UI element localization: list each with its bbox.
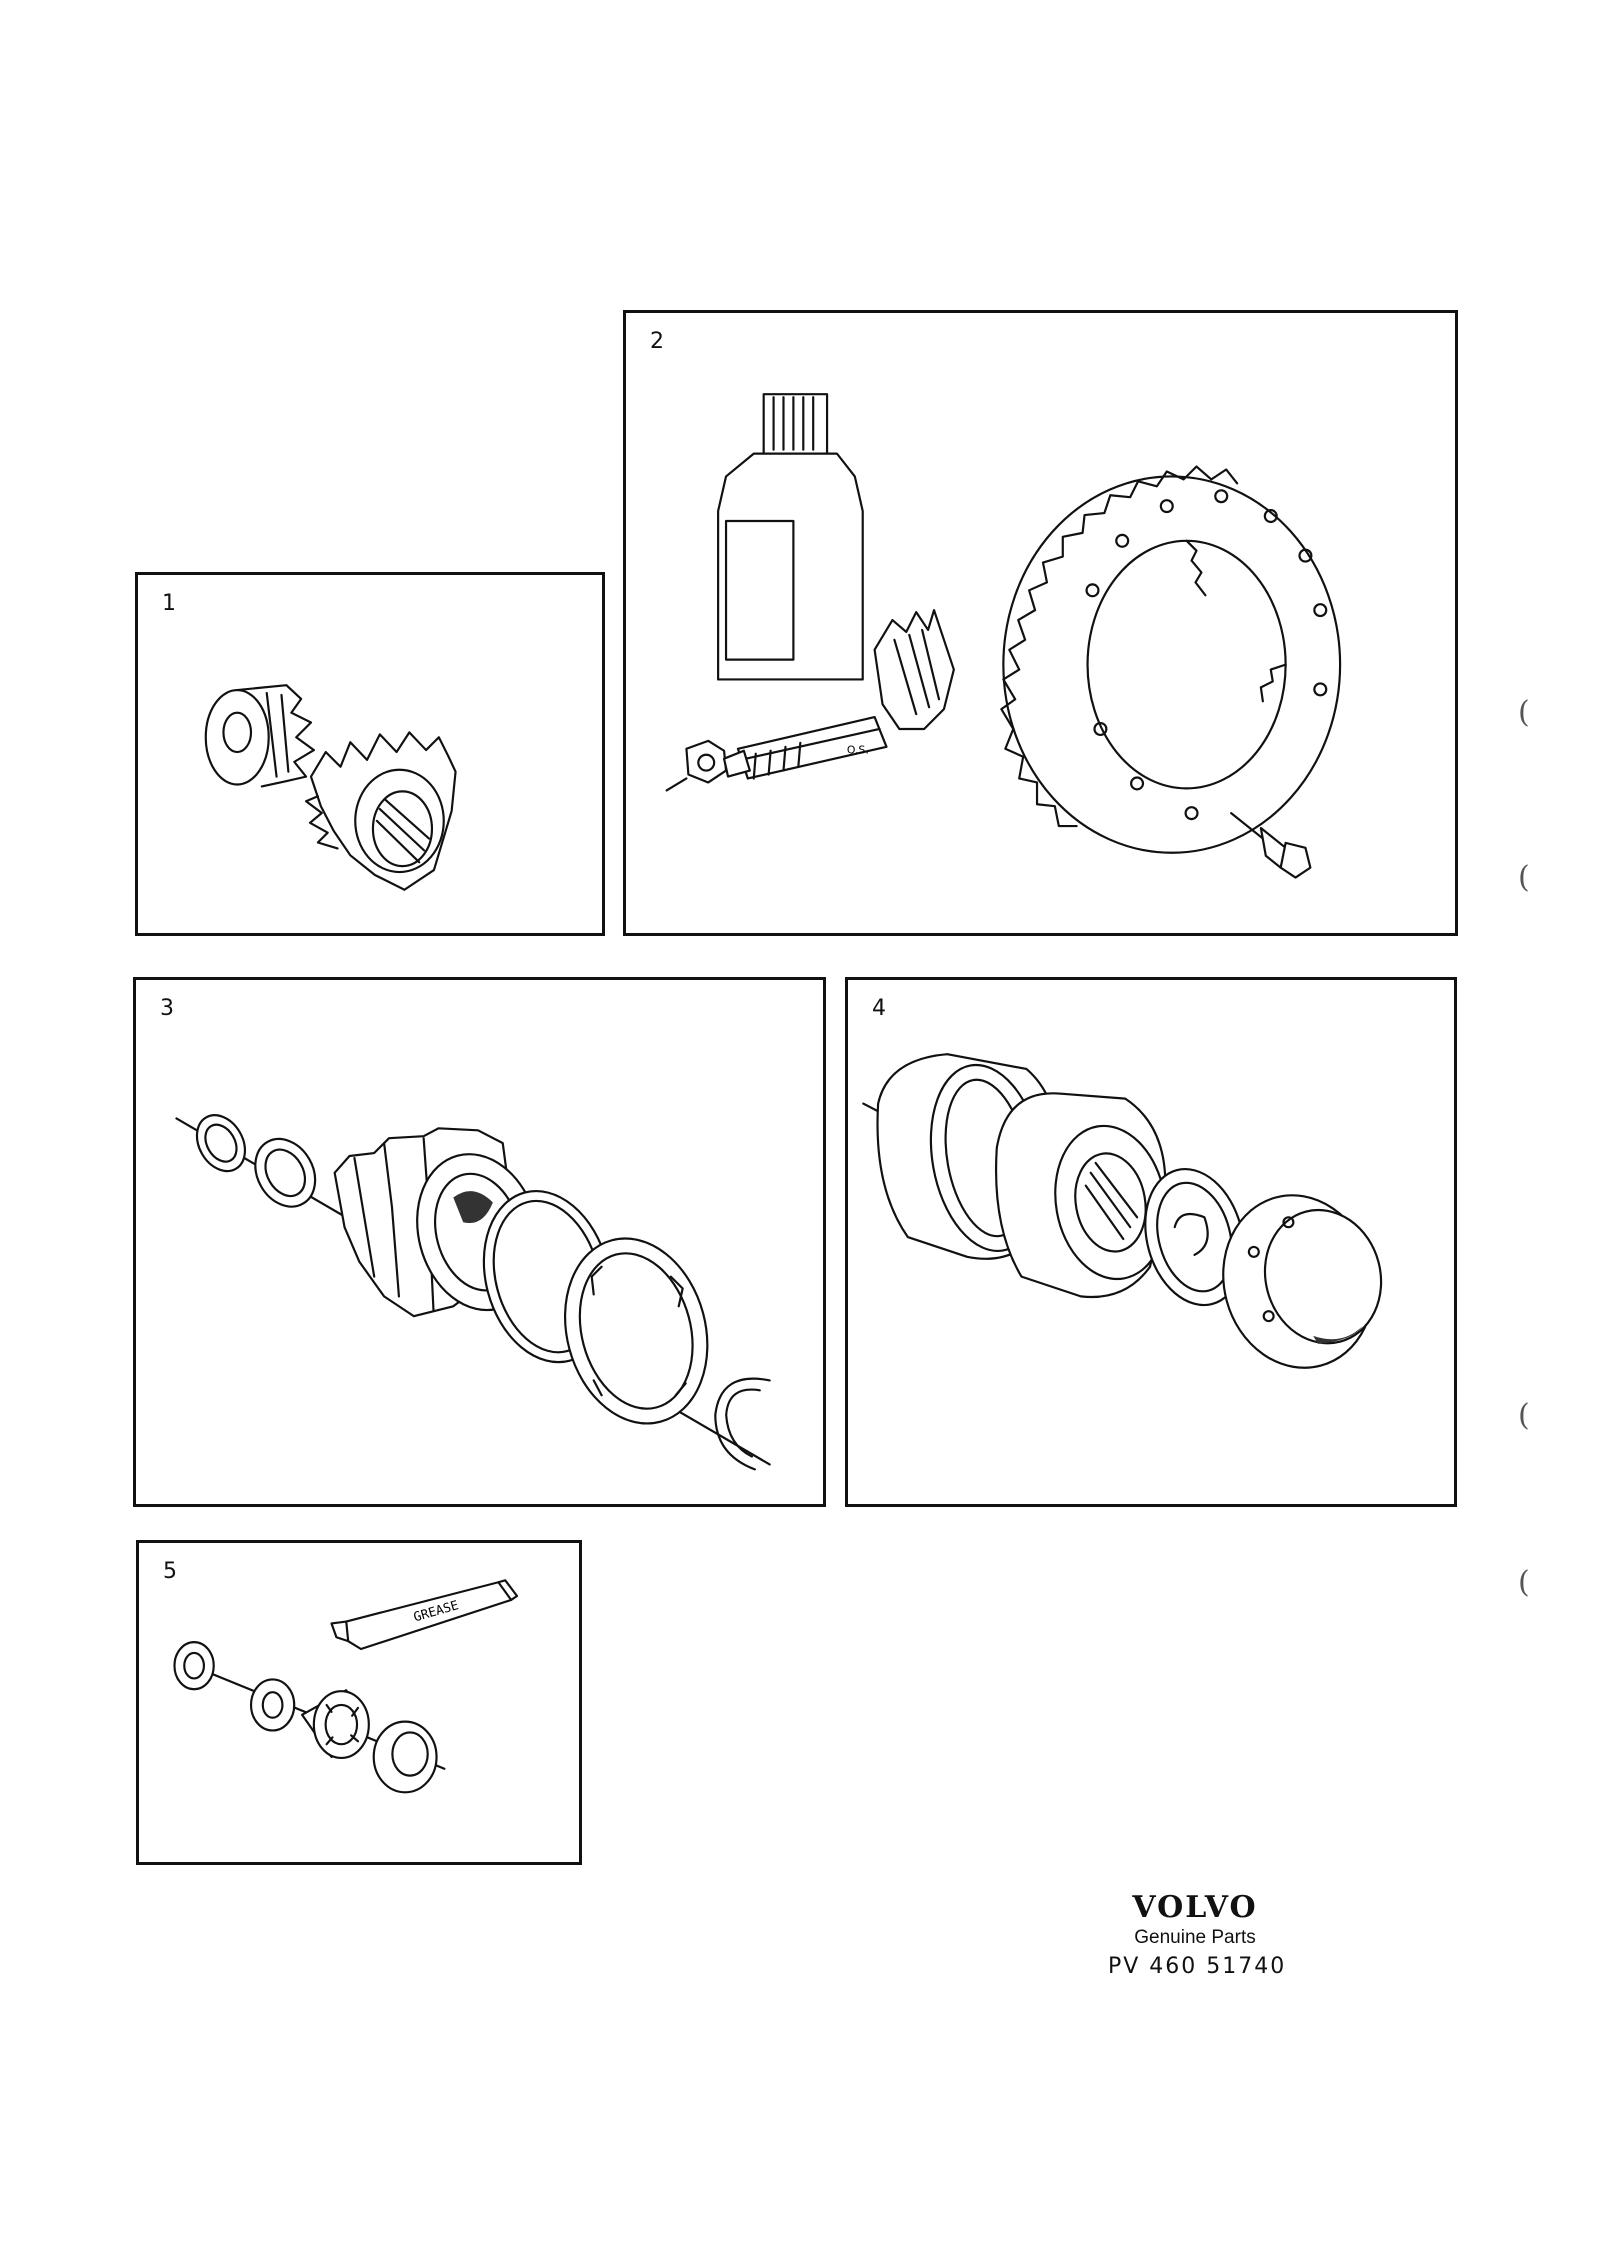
cv-joint-boot-kit-icon xyxy=(175,1114,771,1471)
binder-mark: ( xyxy=(1518,695,1530,730)
panel-2: 2 O.S. xyxy=(623,310,1458,936)
panel-number: 5 xyxy=(163,1559,177,1584)
panel-number: 1 xyxy=(162,591,176,616)
part-number: PV 460 51740 xyxy=(1108,1954,1287,1979)
bearing-seal-kit-icon: GREASE xyxy=(173,1579,519,1794)
panel-4: 4 xyxy=(845,977,1457,1507)
panel-5: 5 GREASE xyxy=(136,1540,582,1865)
crown-wheel-pinion-kit-icon: O.S. xyxy=(665,393,1342,879)
volvo-brand: VOLVO Genuine Parts xyxy=(1090,1890,1300,1949)
panel-number: 3 xyxy=(160,996,174,1021)
brand-subtitle: Genuine Parts xyxy=(1134,1927,1256,1948)
binder-mark: ( xyxy=(1518,860,1530,895)
binder-mark: ( xyxy=(1518,1398,1530,1433)
cv-joint-housing-icon xyxy=(862,1053,1383,1369)
brand-logo: VOLVO xyxy=(1132,1890,1258,1925)
bevel-gears-icon xyxy=(204,684,457,891)
panel-3: 3 xyxy=(133,977,826,1507)
oil-can-mark: O.S. xyxy=(847,744,869,757)
panel-1: 1 xyxy=(135,572,605,936)
panel-number: 2 xyxy=(650,329,664,354)
binder-mark: ( xyxy=(1518,1565,1530,1600)
panel-number: 4 xyxy=(872,996,886,1021)
